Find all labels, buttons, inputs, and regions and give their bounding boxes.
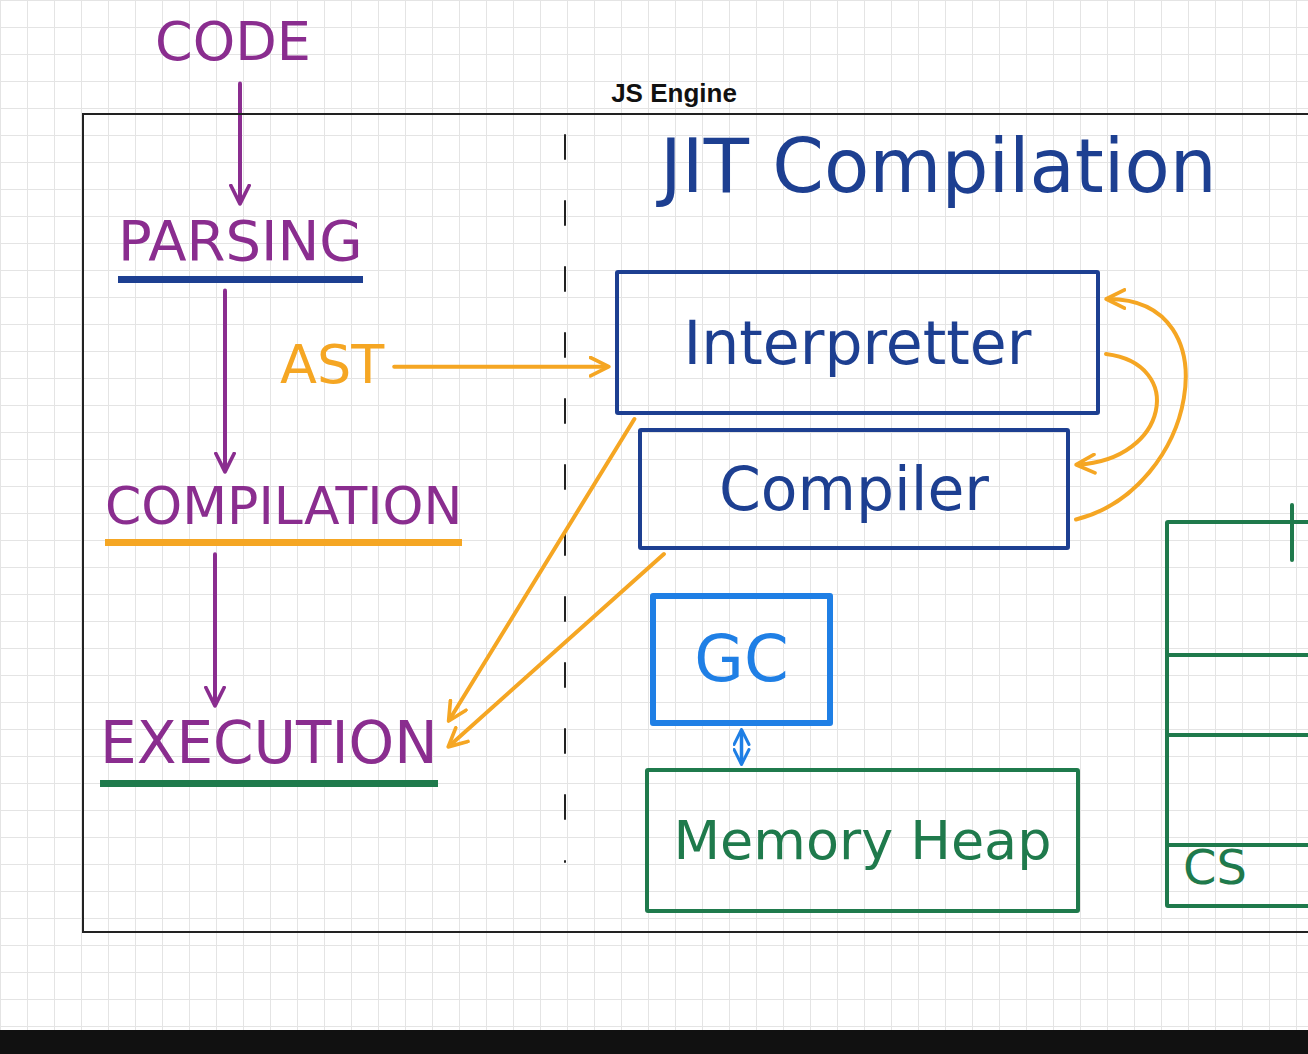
node-text: PARSING <box>118 208 363 273</box>
flow-arrow <box>1076 299 1186 520</box>
step-word: PARSING <box>118 210 363 283</box>
node-text: CS <box>1183 841 1247 894</box>
engine-frame: JS EnginePARSINGASTInterpretterCompilerC… <box>82 113 1308 933</box>
node-text: EXECUTION <box>100 709 438 777</box>
ast-word: AST <box>280 335 384 398</box>
stack-edge <box>1290 505 1294 560</box>
process-box: Compiler <box>638 428 1070 550</box>
flow-arrow <box>238 83 242 202</box>
node-text: Memory Heap <box>674 811 1052 870</box>
gc-box: GC <box>650 593 833 726</box>
node-text: GC <box>694 624 788 694</box>
frame-heading: JS Engine <box>611 79 737 108</box>
node-text: Compiler <box>719 456 989 522</box>
memory-box: Memory Heap <box>645 768 1080 913</box>
flow-arrow <box>450 419 635 719</box>
flow-arrow <box>394 365 607 369</box>
node-text: AST <box>280 333 384 396</box>
call-stack-box: CS <box>1165 520 1308 908</box>
step-word: COMPILATION <box>105 478 462 546</box>
stack-shelf <box>1167 653 1308 657</box>
flow-arrow <box>213 554 217 704</box>
flow-arrow <box>740 731 744 763</box>
node-text: COMPILATION <box>105 476 462 536</box>
bottom-bar <box>0 1030 1308 1054</box>
step-word: CODE <box>155 12 311 75</box>
section-heading: JIT Compilation <box>660 126 1217 207</box>
node-text: Interpretter <box>684 310 1032 376</box>
flow-arrow <box>450 554 664 746</box>
dashed-divider <box>564 135 566 862</box>
stack-shelf <box>1167 733 1308 737</box>
flow-arrow <box>223 291 227 470</box>
step-word: EXECUTION <box>100 712 438 787</box>
flow-arrow <box>1078 354 1157 465</box>
process-box: Interpretter <box>615 270 1100 415</box>
node-text: CODE <box>155 10 311 73</box>
